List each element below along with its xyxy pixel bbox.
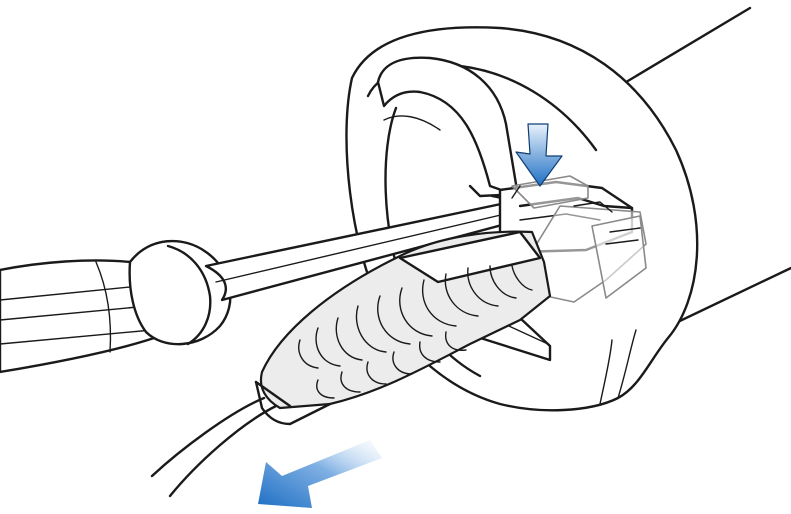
arrow-down-left-icon bbox=[258, 440, 382, 508]
strain-relief-boot bbox=[254, 230, 552, 426]
arrow-down-icon bbox=[515, 123, 563, 187]
connector-latch-clear bbox=[511, 175, 589, 209]
screwdriver bbox=[0, 198, 530, 374]
boot-ribs bbox=[298, 265, 533, 399]
cable bbox=[150, 396, 278, 498]
